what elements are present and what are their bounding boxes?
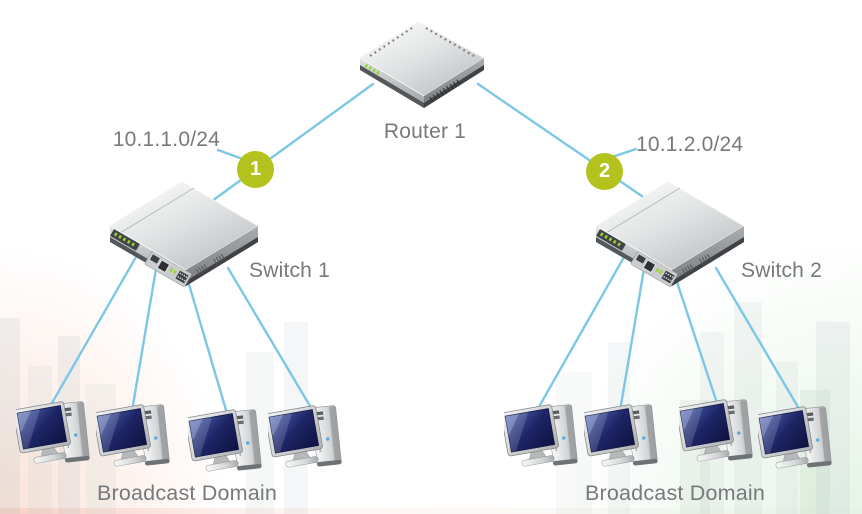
computer-icon [758, 405, 833, 472]
link-switch1-pc3 [181, 262, 228, 412]
link-switch2-pc3 [669, 262, 718, 402]
broadcast-domain-label-2: Broadcast Domain [584, 481, 766, 505]
computer-icon [679, 398, 754, 465]
computer-icon [268, 404, 343, 471]
switch1-icon [109, 181, 259, 288]
broadcast-domain-label-1: Broadcast Domain [96, 481, 278, 505]
switch2-label: Switch 2 [741, 259, 822, 282]
computer-icon [504, 403, 579, 470]
computer-icon [16, 400, 91, 467]
router-icon [358, 20, 486, 110]
link-switch1-pc1 [50, 248, 142, 405]
computer-icon [188, 408, 263, 475]
link-switch2-pc4 [714, 266, 800, 409]
link-badge-1: 1 [237, 151, 274, 188]
switch2-icon [595, 181, 745, 288]
subnet1-leader-line [216, 148, 242, 160]
link-router-switch1 [210, 82, 375, 203]
link-router-switch2 [476, 82, 651, 203]
background-bottom-strip [0, 508, 862, 514]
computer-icon [584, 403, 659, 470]
link-switch1-pc4 [226, 266, 312, 408]
link-switch2-pc2 [619, 255, 648, 407]
computer-icon [96, 403, 171, 470]
router-label: Router 1 [383, 120, 467, 143]
subnet2-leader-line [610, 147, 638, 159]
switch1-label: Switch 1 [249, 259, 330, 282]
link-switch2-pc1 [538, 248, 630, 407]
link-badge-2: 2 [586, 153, 623, 190]
subnet-label-1: 10.1.1.0/24 [112, 128, 220, 151]
subnet-label-2: 10.1.2.0/24 [636, 133, 744, 156]
link-switch1-pc2 [131, 255, 160, 407]
